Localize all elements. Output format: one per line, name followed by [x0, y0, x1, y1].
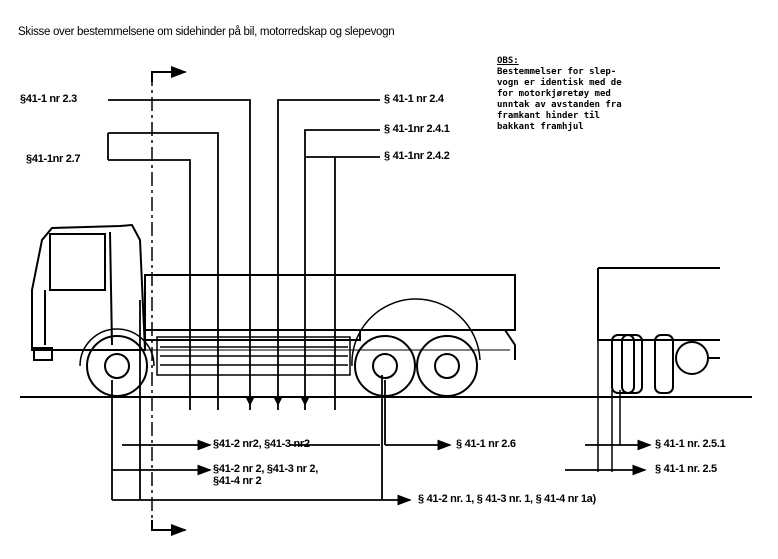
truck-cab — [31, 223, 147, 361]
obs-note: OBS:Bestemmelser for slep- vogn er ident… — [497, 56, 622, 133]
label-41-1-nr-2-5-1: § 41-1 nr. 2.5.1 — [655, 438, 726, 450]
label-41-2-nr-1: § 41-2 nr. 1, § 41-3 nr. 1, § 41-4 nr 1a… — [418, 493, 596, 505]
label-41-1-nr-2-5: § 41-1 nr. 2.5 — [655, 463, 717, 475]
note-line: for motorkjøretøy med — [497, 89, 611, 99]
rear-wheel-2 — [416, 335, 478, 397]
label-41-2-nr-2-line2: §41-4 nr 2 — [213, 475, 262, 487]
label-41-2-nr-2: §41-2 nr2, §41-3 nr2 — [213, 438, 310, 450]
label-41-1-nr-2-4-2: § 41-1nr 2.4.2 — [384, 150, 450, 162]
trailer — [597, 267, 720, 394]
label-41-1-nr-2-4: § 41-1 nr 2.4 — [384, 93, 444, 105]
arrow-heads — [246, 398, 309, 406]
side-guard — [156, 336, 351, 376]
note-line: framkant hinder til — [497, 111, 600, 121]
section-arrow-bottom — [151, 520, 187, 536]
note-line: unntak av avstanden fra — [497, 100, 622, 110]
label-41-1-nr-2-6: § 41-1 nr 2.6 — [456, 438, 516, 450]
note-line: bakkant framhjul — [497, 122, 584, 132]
label-41-1-nr-2-3: §41-1 nr 2.3 — [20, 93, 77, 105]
label-41-1-nr-2-4-1: § 41-1nr 2.4.1 — [384, 123, 450, 135]
label-41-1-nr-2-7: §41-1nr 2.7 — [26, 153, 81, 165]
section-arrow-top — [151, 66, 187, 82]
front-wheel — [86, 335, 148, 397]
note-line: Bestemmelser for slep- — [497, 67, 617, 77]
note-heading: OBS: — [497, 56, 519, 66]
leader-lines — [107, 99, 652, 506]
diagram-title: Skisse over bestemmelsene om sidehinder … — [18, 26, 395, 38]
label-41-2-nr-2-line1: §41-2 nr 2, §41-3 nr 2, — [213, 463, 318, 475]
cargo-bed — [140, 274, 516, 360]
note-line: vogn er identisk med de — [497, 78, 622, 88]
